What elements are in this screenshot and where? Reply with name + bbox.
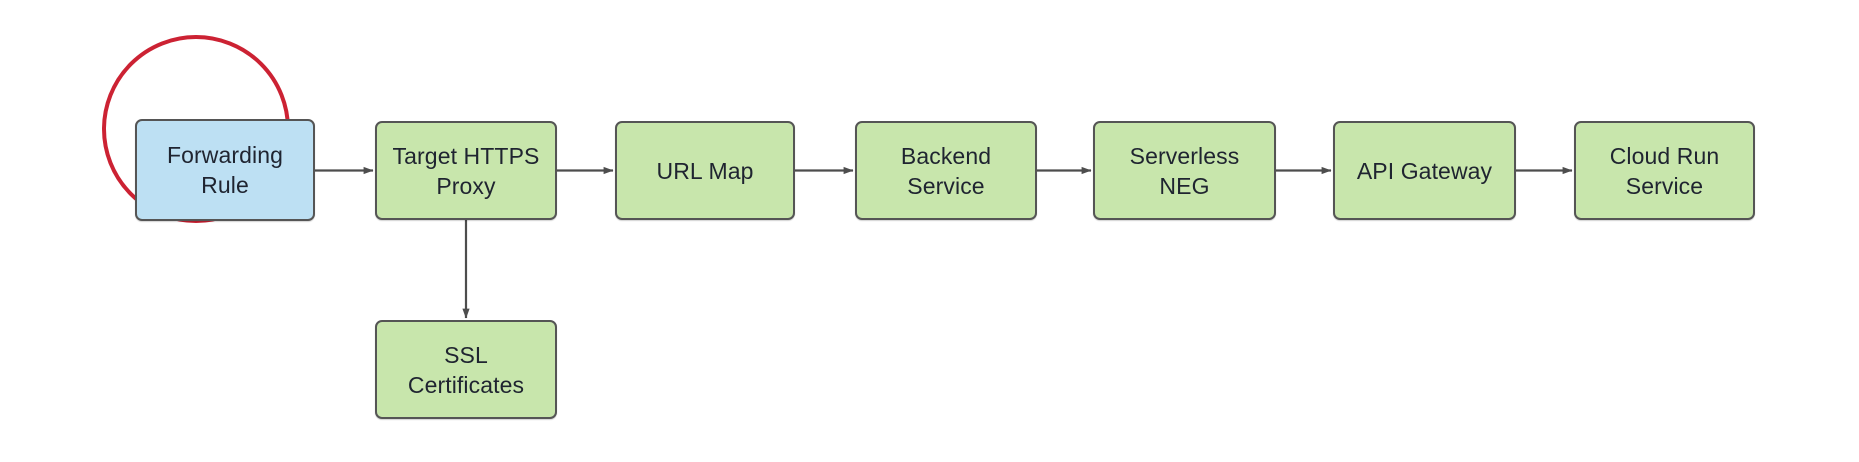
node-serverless-neg-label: Serverless NEG <box>1129 142 1240 199</box>
node-url-map-label: URL Map <box>656 157 754 184</box>
node-api-gateway[interactable]: API Gateway <box>1333 121 1516 220</box>
node-api-gateway-label: API Gateway <box>1356 157 1493 184</box>
node-cloud-run-service[interactable]: Cloud Run Service <box>1574 121 1755 220</box>
node-target-https-proxy[interactable]: Target HTTPS Proxy <box>375 121 557 220</box>
node-ssl-certificates-label: SSL Certificates <box>407 341 525 398</box>
node-target-https-proxy-label: Target HTTPS Proxy <box>392 142 540 199</box>
node-backend-service[interactable]: Backend Service <box>855 121 1037 220</box>
node-ssl-certificates[interactable]: SSL Certificates <box>375 320 557 419</box>
node-url-map[interactable]: URL Map <box>615 121 795 220</box>
node-backend-service-label: Backend Service <box>900 142 992 199</box>
node-cloud-run-service-label: Cloud Run Service <box>1609 142 1720 199</box>
node-serverless-neg[interactable]: Serverless NEG <box>1093 121 1276 220</box>
node-forwarding-rule[interactable]: Forwarding Rule <box>135 119 315 221</box>
node-forwarding-rule-label: Forwarding Rule <box>166 142 284 198</box>
